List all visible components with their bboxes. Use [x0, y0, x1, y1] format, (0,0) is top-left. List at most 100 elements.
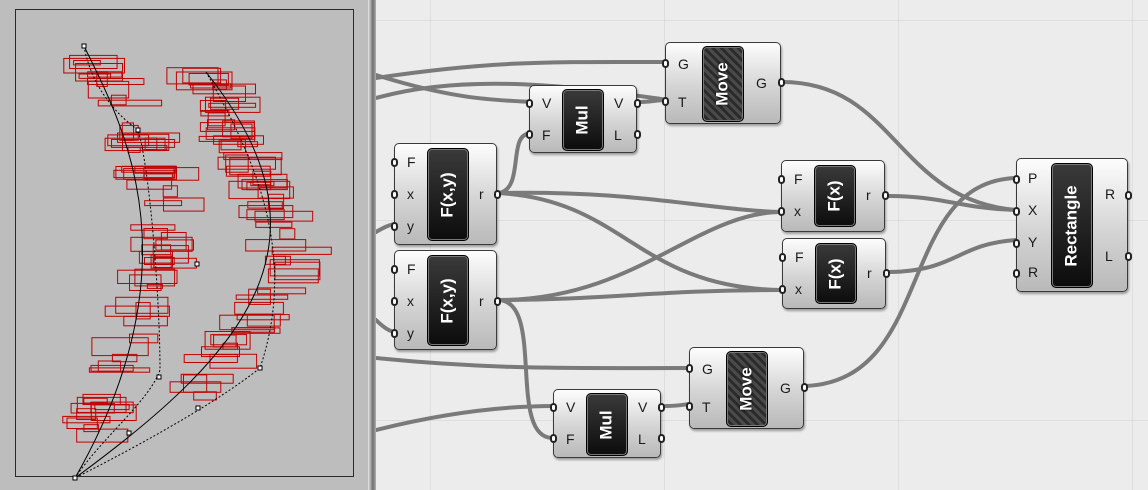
move-component[interactable]: G T Move G: [686, 347, 808, 429]
input-label: y: [407, 325, 414, 341]
input-label: F: [407, 154, 416, 170]
preview-rectangle: [134, 268, 176, 287]
preview-rectangle: [69, 54, 118, 70]
preview-rectangle: [208, 102, 257, 108]
input-grip[interactable]: [686, 402, 693, 411]
move-component[interactable]: G T Move G: [662, 42, 785, 124]
output-grip[interactable]: [634, 99, 641, 108]
rhino-viewport[interactable]: [0, 0, 370, 490]
input-grip[interactable]: [1013, 207, 1020, 216]
preview-rectangle: [78, 73, 112, 79]
input-grip[interactable]: [526, 130, 533, 139]
input-grip[interactable]: [686, 364, 693, 373]
input-label: F: [794, 171, 803, 187]
input-grip[interactable]: [391, 297, 398, 306]
preview-rectangle: [182, 67, 222, 84]
preview-rectangle: [247, 201, 283, 209]
output-label: V: [638, 399, 648, 415]
output-grip[interactable]: [1125, 191, 1132, 200]
expression-component[interactable]: F x F(x) r: [779, 238, 890, 309]
expression-component[interactable]: F x F(x) r: [778, 160, 889, 232]
input-label: F: [795, 249, 804, 265]
input-grip[interactable]: [391, 265, 398, 274]
component-nickname: F(x): [815, 243, 857, 304]
input-grip[interactable]: [391, 329, 398, 338]
preview-rectangle: [222, 342, 238, 350]
preview-rectangle: [217, 156, 277, 170]
input-grip[interactable]: [778, 175, 785, 184]
panel-splitter[interactable]: [368, 0, 376, 490]
input-grip[interactable]: [778, 207, 785, 216]
preview-rectangle: [248, 288, 271, 305]
input-label: T: [678, 94, 687, 110]
preview-rectangle: [94, 403, 130, 411]
output-label: r: [479, 293, 484, 309]
output-label: r: [867, 265, 872, 281]
preview-rectangle: [91, 337, 149, 357]
input-grip[interactable]: [550, 403, 557, 412]
preview-rectangle: [257, 287, 307, 295]
output-grip[interactable]: [778, 78, 785, 87]
output-label: L: [614, 127, 622, 143]
preview-rectangle: [210, 334, 248, 346]
preview-rectangle: [115, 296, 169, 314]
input-grip[interactable]: [779, 253, 786, 262]
input-grip[interactable]: [526, 99, 533, 108]
preview-rectangle: [76, 428, 129, 443]
preview-rectangle: [207, 119, 236, 131]
preview-rectangle: [225, 154, 249, 173]
component-nickname: Mul: [586, 393, 628, 456]
preview-rectangle: [201, 346, 240, 358]
preview-rectangle: [88, 367, 151, 373]
input-grip[interactable]: [662, 97, 669, 106]
preview-rectangle: [204, 331, 251, 350]
output-grip[interactable]: [801, 383, 808, 392]
expression-component[interactable]: F x y F(x,y) r: [391, 143, 501, 245]
output-grip[interactable]: [883, 269, 890, 278]
input-grip[interactable]: [391, 222, 398, 231]
preview-rectangle: [180, 373, 234, 384]
input-grip[interactable]: [391, 190, 398, 199]
curve-left-control: [74, 45, 161, 479]
preview-rectangle: [141, 244, 172, 256]
input-label: F: [566, 431, 575, 447]
output-label: R: [1105, 186, 1116, 202]
output-grip[interactable]: [658, 403, 665, 412]
input-label: x: [407, 293, 414, 309]
expression-component[interactable]: F x y F(x,y) r: [391, 250, 501, 350]
preview-rectangle: [97, 360, 122, 372]
input-grip[interactable]: [1013, 175, 1020, 184]
grasshopper-canvas[interactable]: G T Move G V F Mul V L F x y F(x,y) r F …: [376, 0, 1148, 490]
input-grip[interactable]: [662, 59, 669, 68]
wire: [376, 81, 670, 102]
input-grip[interactable]: [1013, 269, 1020, 278]
preview-rectangle: [135, 302, 151, 320]
output-grip[interactable]: [1125, 252, 1132, 261]
preview-rectangle: [163, 197, 205, 212]
wire: [804, 176, 1018, 388]
rectangle-component[interactable]: P X Y R Rectangle R L: [1013, 158, 1132, 292]
output-grip[interactable]: [634, 130, 641, 139]
preview-rectangle: [257, 186, 294, 199]
output-grip[interactable]: [882, 191, 889, 200]
preview-rectangle: [183, 354, 238, 364]
output-label: V: [614, 95, 624, 111]
input-label: x: [407, 186, 414, 202]
mul-component[interactable]: V F Mul V L: [526, 85, 641, 153]
preview-rectangle: [231, 327, 281, 334]
wire: [496, 298, 556, 441]
preview-rectangle: [117, 132, 181, 143]
preview-rectangle: [255, 221, 293, 228]
input-grip[interactable]: [779, 285, 786, 294]
input-grip[interactable]: [550, 434, 557, 443]
input-grip[interactable]: [1013, 239, 1020, 248]
preview-rectangle: [143, 228, 168, 240]
preview-rectangle: [129, 274, 162, 291]
output-grip[interactable]: [494, 190, 501, 199]
output-grip[interactable]: [494, 297, 501, 306]
mul-component[interactable]: V F Mul V L: [550, 389, 665, 458]
wire: [496, 131, 534, 195]
input-grip[interactable]: [391, 158, 398, 167]
preview-rectangle: [110, 94, 127, 106]
output-grip[interactable]: [658, 434, 665, 443]
